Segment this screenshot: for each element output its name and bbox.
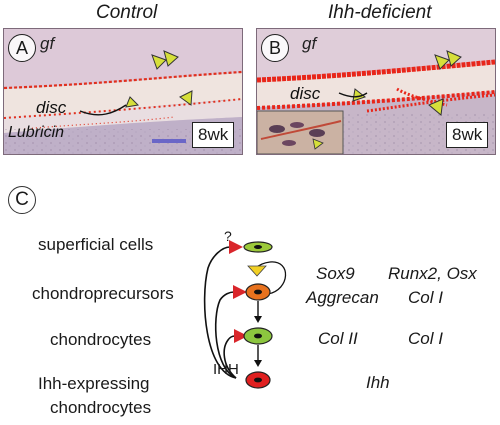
label-ihh-chondrocytes: chondrocytes [50, 398, 152, 417]
panel-a-title: Control [96, 2, 158, 23]
panel-a-image [3, 28, 243, 155]
gene-aggrecan: Aggrecan [306, 288, 379, 307]
feedback-arrowhead [247, 265, 267, 277]
panel-b-title: Ihh-deficient [328, 2, 432, 23]
panel-b-age-badge: 8wk [446, 122, 489, 148]
ihh-signal-label: IHH [213, 361, 239, 378]
label-chondrocytes: chondrocytes [50, 330, 152, 349]
arrowhead-chondrocyte [234, 329, 248, 343]
panel-a-stain-label: Lubricin [8, 124, 65, 141]
arrowhead-superficial [229, 240, 243, 254]
panel-c-letter: C [8, 186, 36, 214]
arrow-to-precursors [214, 291, 237, 379]
panel-a-histology [4, 29, 242, 154]
question-mark: ? [224, 228, 232, 244]
panel-b-letter: B [261, 34, 289, 62]
panel-a-age-badge: 8wk [192, 122, 235, 148]
label-superficial-cells: superficial cells [38, 235, 154, 254]
arrowhead-precursor [233, 285, 247, 299]
panel-a-disc-label: disc [36, 98, 67, 117]
panel-a-gf-label: gf [40, 34, 55, 53]
gene-runx2-osx: Runx2, Osx [388, 264, 477, 283]
panel-b-disc-label: disc [290, 84, 321, 103]
label-chondroprecursors: chondroprecursors [32, 284, 174, 303]
arrow-to-chondrocytes [223, 335, 237, 379]
label-ihh-expressing: Ihh-expressing [38, 374, 150, 393]
gene-col1-b: Col I [408, 329, 443, 348]
gene-col2: Col II [318, 329, 358, 348]
gene-sox9: Sox9 [316, 264, 355, 283]
gene-ihh: Ihh [366, 373, 390, 392]
panel-a-letter: A [8, 34, 36, 62]
arrow-to-superficial [203, 246, 237, 379]
gene-col1-a: Col I [408, 288, 443, 307]
panel-b-gf-label: gf [302, 34, 317, 53]
